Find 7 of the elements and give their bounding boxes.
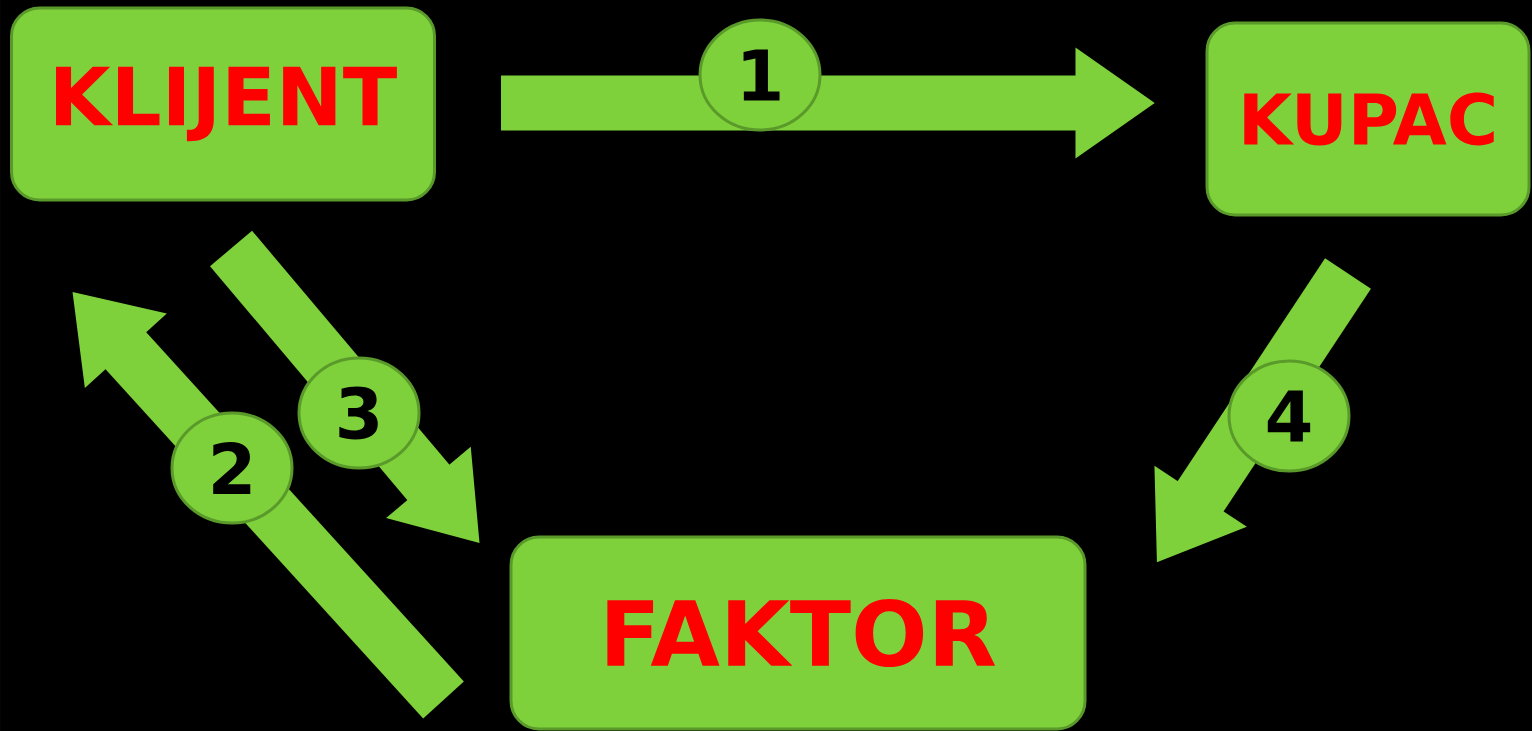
step-number: 2 [170, 411, 294, 525]
step-number: 3 [297, 356, 421, 470]
step-number: 1 [698, 18, 822, 132]
step-number: 4 [1227, 359, 1351, 473]
party-box: KUPAC [1205, 21, 1531, 217]
party-box: KLIJENT [10, 6, 436, 202]
party-box: FAKTOR [509, 535, 1087, 731]
